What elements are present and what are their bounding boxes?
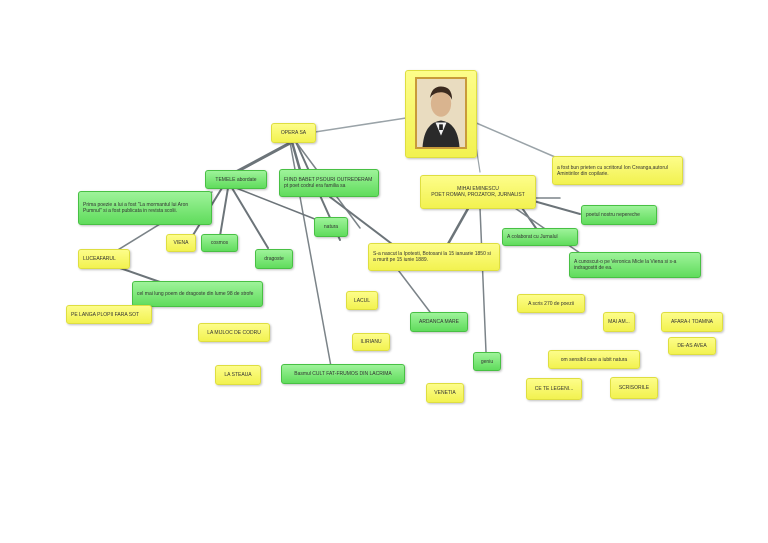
node-afara[interactable]: AFARA-I TOAMNA xyxy=(661,312,723,332)
node-viena[interactable]: VIENA xyxy=(166,234,196,252)
node-pe-langa[interactable]: PE LANGA PLOPII FARA SOT xyxy=(66,305,152,324)
node-poems-count[interactable]: A scris 270 de poezii xyxy=(517,294,585,313)
node-geniu[interactable]: geniu xyxy=(473,352,501,371)
node-la-steaua[interactable]: LA STEAUA xyxy=(215,365,261,385)
eminescu-portrait-frame[interactable] xyxy=(405,70,477,158)
node-cosmos[interactable]: cosmos xyxy=(201,234,238,252)
node-national[interactable]: poetul nostru nepereche xyxy=(581,205,657,225)
node-luceafarul[interactable]: LUCEAFARUL xyxy=(78,249,130,269)
node-mai-am[interactable]: MAI AM... xyxy=(603,312,635,332)
node-opera[interactable]: OPERA SA xyxy=(271,123,316,143)
node-dragoste[interactable]: dragoste xyxy=(255,249,293,269)
node-la-mijloc[interactable]: LA MIJLOC DE CODRU xyxy=(198,323,270,342)
node-basmul[interactable]: Basmul CULT FAT-FRUMOS DIN LACRIMA xyxy=(281,364,405,384)
node-eminescu[interactable]: MIHAI EMINESCU POET ROMAN, PROZATOR, JUR… xyxy=(420,175,536,209)
node-de-ag-avea[interactable]: DE-AS AVEA xyxy=(668,337,716,355)
node-ce-te-legeni[interactable]: CE TE LEGENI... xyxy=(526,378,582,400)
portrait-icon xyxy=(415,77,467,149)
node-veronica[interactable]: A cunoscut-o pe Veronica Micle la Viena … xyxy=(569,252,701,278)
node-first-poem[interactable]: Prima poezie a lui a fost "La mormantul … xyxy=(78,191,212,225)
node-venetia[interactable]: VENETIA xyxy=(426,383,464,403)
node-natura[interactable]: natura xyxy=(314,217,348,237)
node-teme[interactable]: TEMELE abordate xyxy=(205,170,267,189)
node-fiind[interactable]: FIIND BABET PSOURI OUTREDERAM pt poet co… xyxy=(279,169,379,197)
node-lacul[interactable]: LACUL xyxy=(346,291,378,310)
node-ardanca[interactable]: ARDANCA MARE xyxy=(410,312,468,332)
node-poem-long[interactable]: cel mai lung poem de dragoste din lume 9… xyxy=(132,281,263,307)
node-colaborat[interactable]: A colaborat cu Jurnalul xyxy=(502,228,578,246)
node-ilirianu[interactable]: ILIRIANU xyxy=(352,333,390,351)
node-friend[interactable]: a fost bun prieten cu scriitorul Ion Cre… xyxy=(552,156,683,185)
node-scrisorile[interactable]: SCRISORILE xyxy=(610,377,658,399)
node-born[interactable]: S-a nascut la Ipotesti, Botosani la 15 i… xyxy=(368,243,500,271)
node-sensibil[interactable]: om sensibil care a iubit natura xyxy=(548,350,640,369)
